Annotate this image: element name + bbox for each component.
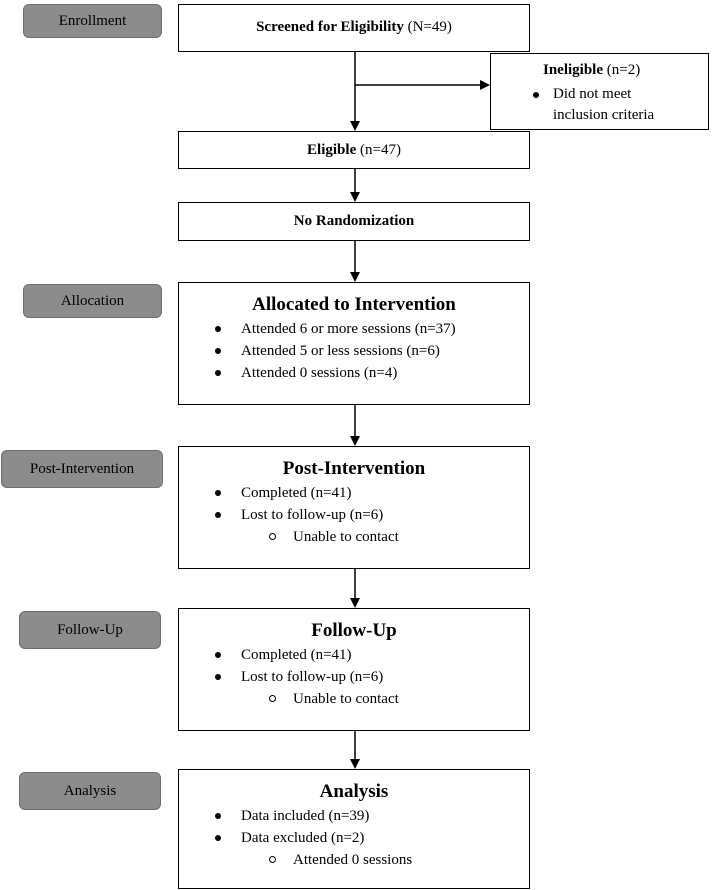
post-intervention-title: Post-Intervention xyxy=(282,458,426,479)
randomization-label: No Randomization xyxy=(293,213,415,229)
allocated-list: Attended 6 or more sessions (n=37) Atten… xyxy=(179,318,456,384)
analysis-list: Data included (n=39) Data excluded (n=2)… xyxy=(179,805,412,871)
follow-up-box: Follow-Up Completed (n=41) Lost to follo… xyxy=(178,608,530,731)
list-item: Lost to follow-up (n=6) xyxy=(179,504,399,526)
post-intervention-list: Completed (n=41) Lost to follow-up (n=6)… xyxy=(179,482,399,548)
ineligible-label: Ineligible xyxy=(543,62,604,78)
list-sub-item: Unable to contact xyxy=(179,688,399,710)
follow-up-title: Follow-Up xyxy=(311,620,397,641)
list-item: Attended 0 sessions (n=4) xyxy=(179,362,456,384)
list-item: Data included (n=39) xyxy=(179,805,412,827)
ineligible-count: (n=2) xyxy=(606,62,641,78)
list-sub-item: Attended 0 sessions xyxy=(179,849,412,871)
list-item: Data excluded (n=2) xyxy=(179,827,412,849)
post-intervention-box: Post-Intervention Completed (n=41) Lost … xyxy=(178,446,530,569)
list-item: Completed (n=41) xyxy=(179,644,399,666)
stage-label-post-intervention: Post-Intervention xyxy=(1,450,163,488)
list-sub-item: Unable to contact xyxy=(179,526,399,548)
eligible-box: Eligible (n=47) xyxy=(178,131,530,169)
list-item: Attended 5 or less sessions (n=6) xyxy=(179,340,456,362)
allocated-title: Allocated to Intervention xyxy=(252,294,456,315)
screened-label: Screened for Eligibility xyxy=(256,19,404,35)
analysis-title: Analysis xyxy=(319,781,389,802)
stage-label-follow-up: Follow-Up xyxy=(19,611,161,649)
analysis-box: Analysis Data included (n=39) Data exclu… xyxy=(178,769,530,889)
ineligible-reasons: Did not meet inclusion criteria xyxy=(491,84,683,126)
list-item: Did not meet inclusion criteria xyxy=(491,84,683,126)
eligible-text: Eligible (n=47) xyxy=(179,142,529,159)
follow-up-list: Completed (n=41) Lost to follow-up (n=6)… xyxy=(179,644,399,710)
screened-box: Screened for Eligibility (N=49) xyxy=(178,4,530,52)
ineligible-box: Ineligible (n=2) Did not meet inclusion … xyxy=(490,53,709,130)
ineligible-title: Ineligible (n=2) xyxy=(543,62,640,79)
stage-label-allocation: Allocation xyxy=(23,284,162,318)
list-item: Completed (n=41) xyxy=(179,482,399,504)
list-item: Lost to follow-up (n=6) xyxy=(179,666,399,688)
list-item: Attended 6 or more sessions (n=37) xyxy=(179,318,456,340)
screened-text: Screened for Eligibility (N=49) xyxy=(179,19,529,36)
stage-label-analysis: Analysis xyxy=(19,772,161,810)
eligible-label: Eligible xyxy=(307,142,357,158)
screened-count: (N=49) xyxy=(407,19,452,35)
allocated-box: Allocated to Intervention Attended 6 or … xyxy=(178,282,530,405)
randomization-box: No Randomization xyxy=(178,202,530,241)
stage-label-enrollment: Enrollment xyxy=(23,4,162,38)
eligible-count: (n=47) xyxy=(359,142,401,158)
